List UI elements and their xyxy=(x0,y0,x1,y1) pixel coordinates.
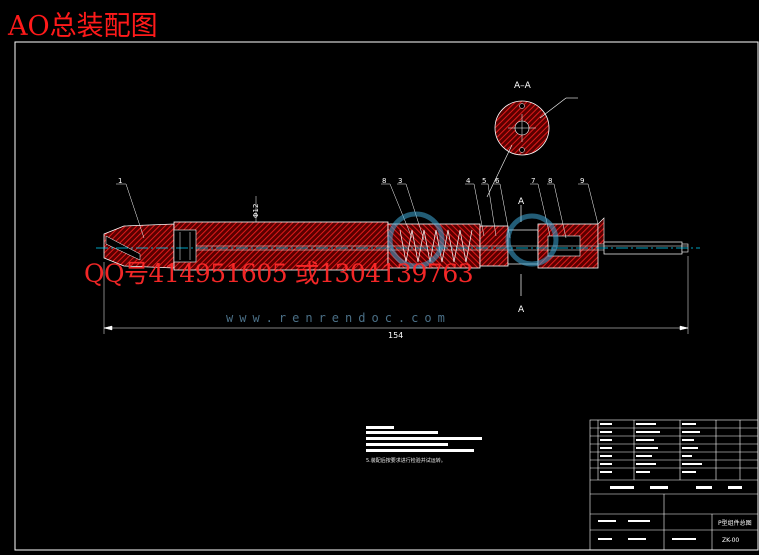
part-number-1: 1 xyxy=(118,177,122,185)
part-number-7: 7 xyxy=(531,177,535,185)
part-number-5: 5 xyxy=(482,177,486,185)
overall-length-dimension: 154 xyxy=(388,331,403,340)
part-number-4: 4 xyxy=(466,177,471,185)
technical-note: 5.装配后按要求进行检验并试运转。 xyxy=(366,458,446,464)
page-title: AO总装配图 xyxy=(8,11,158,42)
watermark-text: www.renrendoc.com xyxy=(226,311,451,325)
part-number-labels: 1 8 3 4 5 6 7 8 9 xyxy=(118,177,584,185)
technical-requirements xyxy=(366,426,482,452)
contact-overlay: QQ号414951605 或1304139763 xyxy=(84,259,474,288)
part-number-9: 9 xyxy=(580,177,584,185)
part-number-8: 8 xyxy=(382,177,386,185)
watermark-logo xyxy=(387,211,559,269)
drawing-code: ZK-00 xyxy=(722,537,740,544)
drawing-name: P型组件总图 xyxy=(718,520,752,527)
overall-dimension xyxy=(103,256,689,334)
part-number-8b: 8 xyxy=(548,177,552,185)
section-label: A–A xyxy=(514,81,532,91)
title-block-cells xyxy=(598,423,742,540)
drawing-frame xyxy=(14,41,759,551)
section-mark-bottom: A xyxy=(518,305,525,315)
part-number-6: 6 xyxy=(495,177,500,185)
section-mark-top: A xyxy=(518,197,525,207)
diameter-dimension: Φ12 xyxy=(252,204,260,218)
main-assembly-view xyxy=(103,217,689,271)
title-block xyxy=(589,419,759,551)
part-number-3: 3 xyxy=(398,177,402,185)
leader-lines xyxy=(116,183,599,241)
section-a-a-view xyxy=(486,97,578,198)
